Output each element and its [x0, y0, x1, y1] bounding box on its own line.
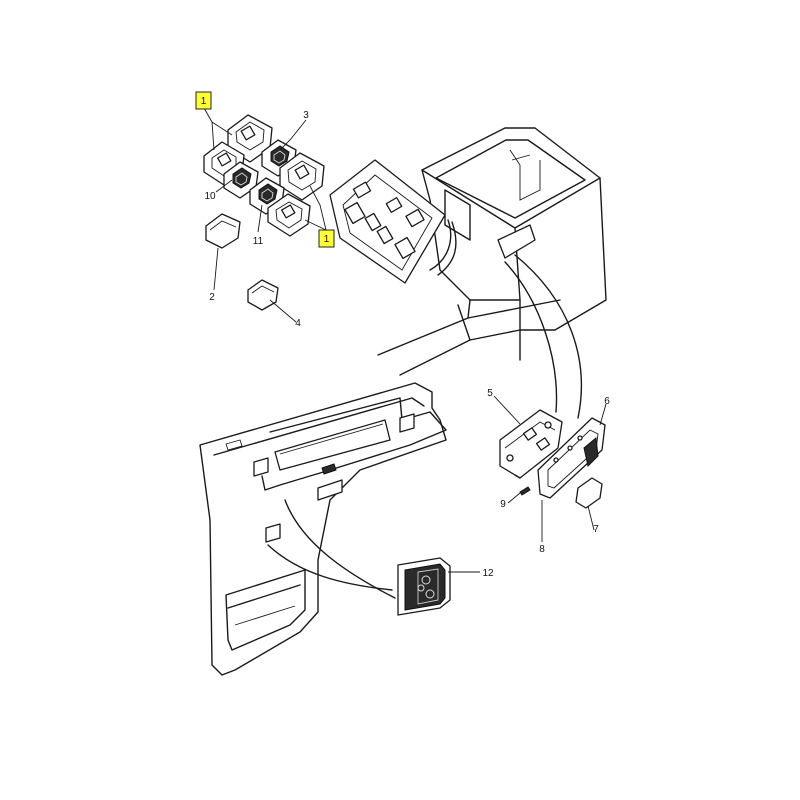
callout-2: 2	[209, 292, 215, 303]
door-trim-panel	[199, 382, 447, 676]
callout-3: 3	[303, 110, 309, 121]
door-harness-lead	[267, 544, 393, 591]
blanking-plate-4	[247, 279, 279, 311]
callout-11: 11	[253, 236, 264, 247]
door-window-switch-12	[397, 557, 451, 616]
switch-mounting-plate	[329, 159, 457, 284]
blanking-plate-2	[205, 213, 241, 249]
callout-4: 4	[295, 318, 301, 329]
callout-label: 1	[324, 234, 330, 245]
callout-9: 9	[500, 499, 506, 510]
console-harness-loop	[514, 254, 582, 419]
leader-lines	[203, 107, 607, 573]
callout-8: 8	[539, 544, 545, 555]
callout-12: 12	[482, 568, 494, 579]
door-harness-lead-2	[284, 499, 396, 599]
switch-bezel-8	[537, 417, 606, 499]
callout-7: 7	[593, 524, 599, 535]
callout-10: 10	[204, 191, 216, 202]
center-console	[377, 127, 607, 376]
callout-5: 5	[487, 388, 493, 399]
callout-1-bottom: 1	[318, 229, 335, 248]
callout-6: 6	[604, 396, 610, 407]
screw-9	[519, 486, 531, 496]
switch-knob-7	[575, 477, 603, 509]
callout-1-top: 1	[195, 91, 212, 110]
switch-housing-5	[499, 409, 563, 479]
callout-label: 1	[201, 96, 207, 107]
console-harness-loop-2	[504, 261, 558, 413]
console-switch-cluster	[203, 114, 325, 237]
